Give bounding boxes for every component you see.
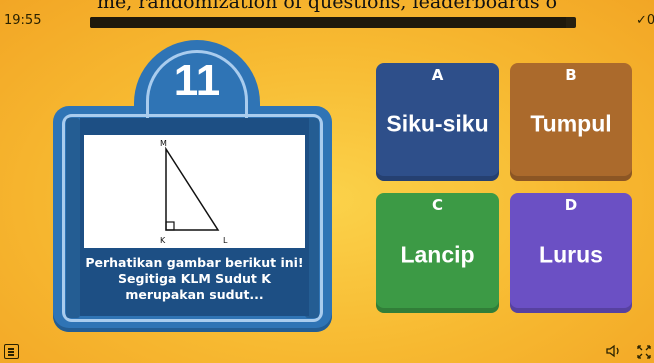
vertex-label-k: K [160, 236, 166, 245]
speaker-icon[interactable] [606, 344, 622, 358]
answer-option-c[interactable]: C Lancip [376, 193, 499, 313]
answer-label: Siku-siku [386, 110, 489, 137]
answer-option-b[interactable]: B Tumpul [510, 63, 632, 181]
status-time: 19:55 [4, 13, 42, 28]
overlay-caption: me, randomization of questions, leaderbo… [96, 0, 558, 13]
menu-icon[interactable] [4, 344, 19, 359]
left-pillar [66, 118, 80, 318]
answer-label: Lancip [400, 241, 475, 268]
triangle-figure: M K L [160, 139, 228, 245]
timer-progress-fill [90, 17, 567, 28]
question-image: M K L [84, 135, 305, 248]
question-text: Perhatikan gambar berikut ini! Segitiga … [85, 255, 304, 302]
vertex-label-l: L [223, 236, 228, 245]
answer-option-d[interactable]: D Lurus [510, 193, 632, 313]
fullscreen-icon[interactable] [636, 344, 652, 360]
answer-option-a[interactable]: A Siku-siku [376, 63, 499, 181]
vertex-label-m: M [160, 139, 167, 148]
answer-label: Lurus [539, 241, 603, 268]
question-number: 11 [173, 56, 221, 105]
answer-letter: C [431, 196, 443, 214]
answer-letter: A [431, 66, 444, 84]
answer-label: Tumpul [530, 110, 612, 137]
answer-letter: B [565, 66, 577, 84]
answer-letter: D [564, 196, 578, 214]
timer-progress-bar [90, 17, 576, 28]
question-frame [62, 114, 323, 322]
correct-count: ✓0 [636, 13, 654, 28]
